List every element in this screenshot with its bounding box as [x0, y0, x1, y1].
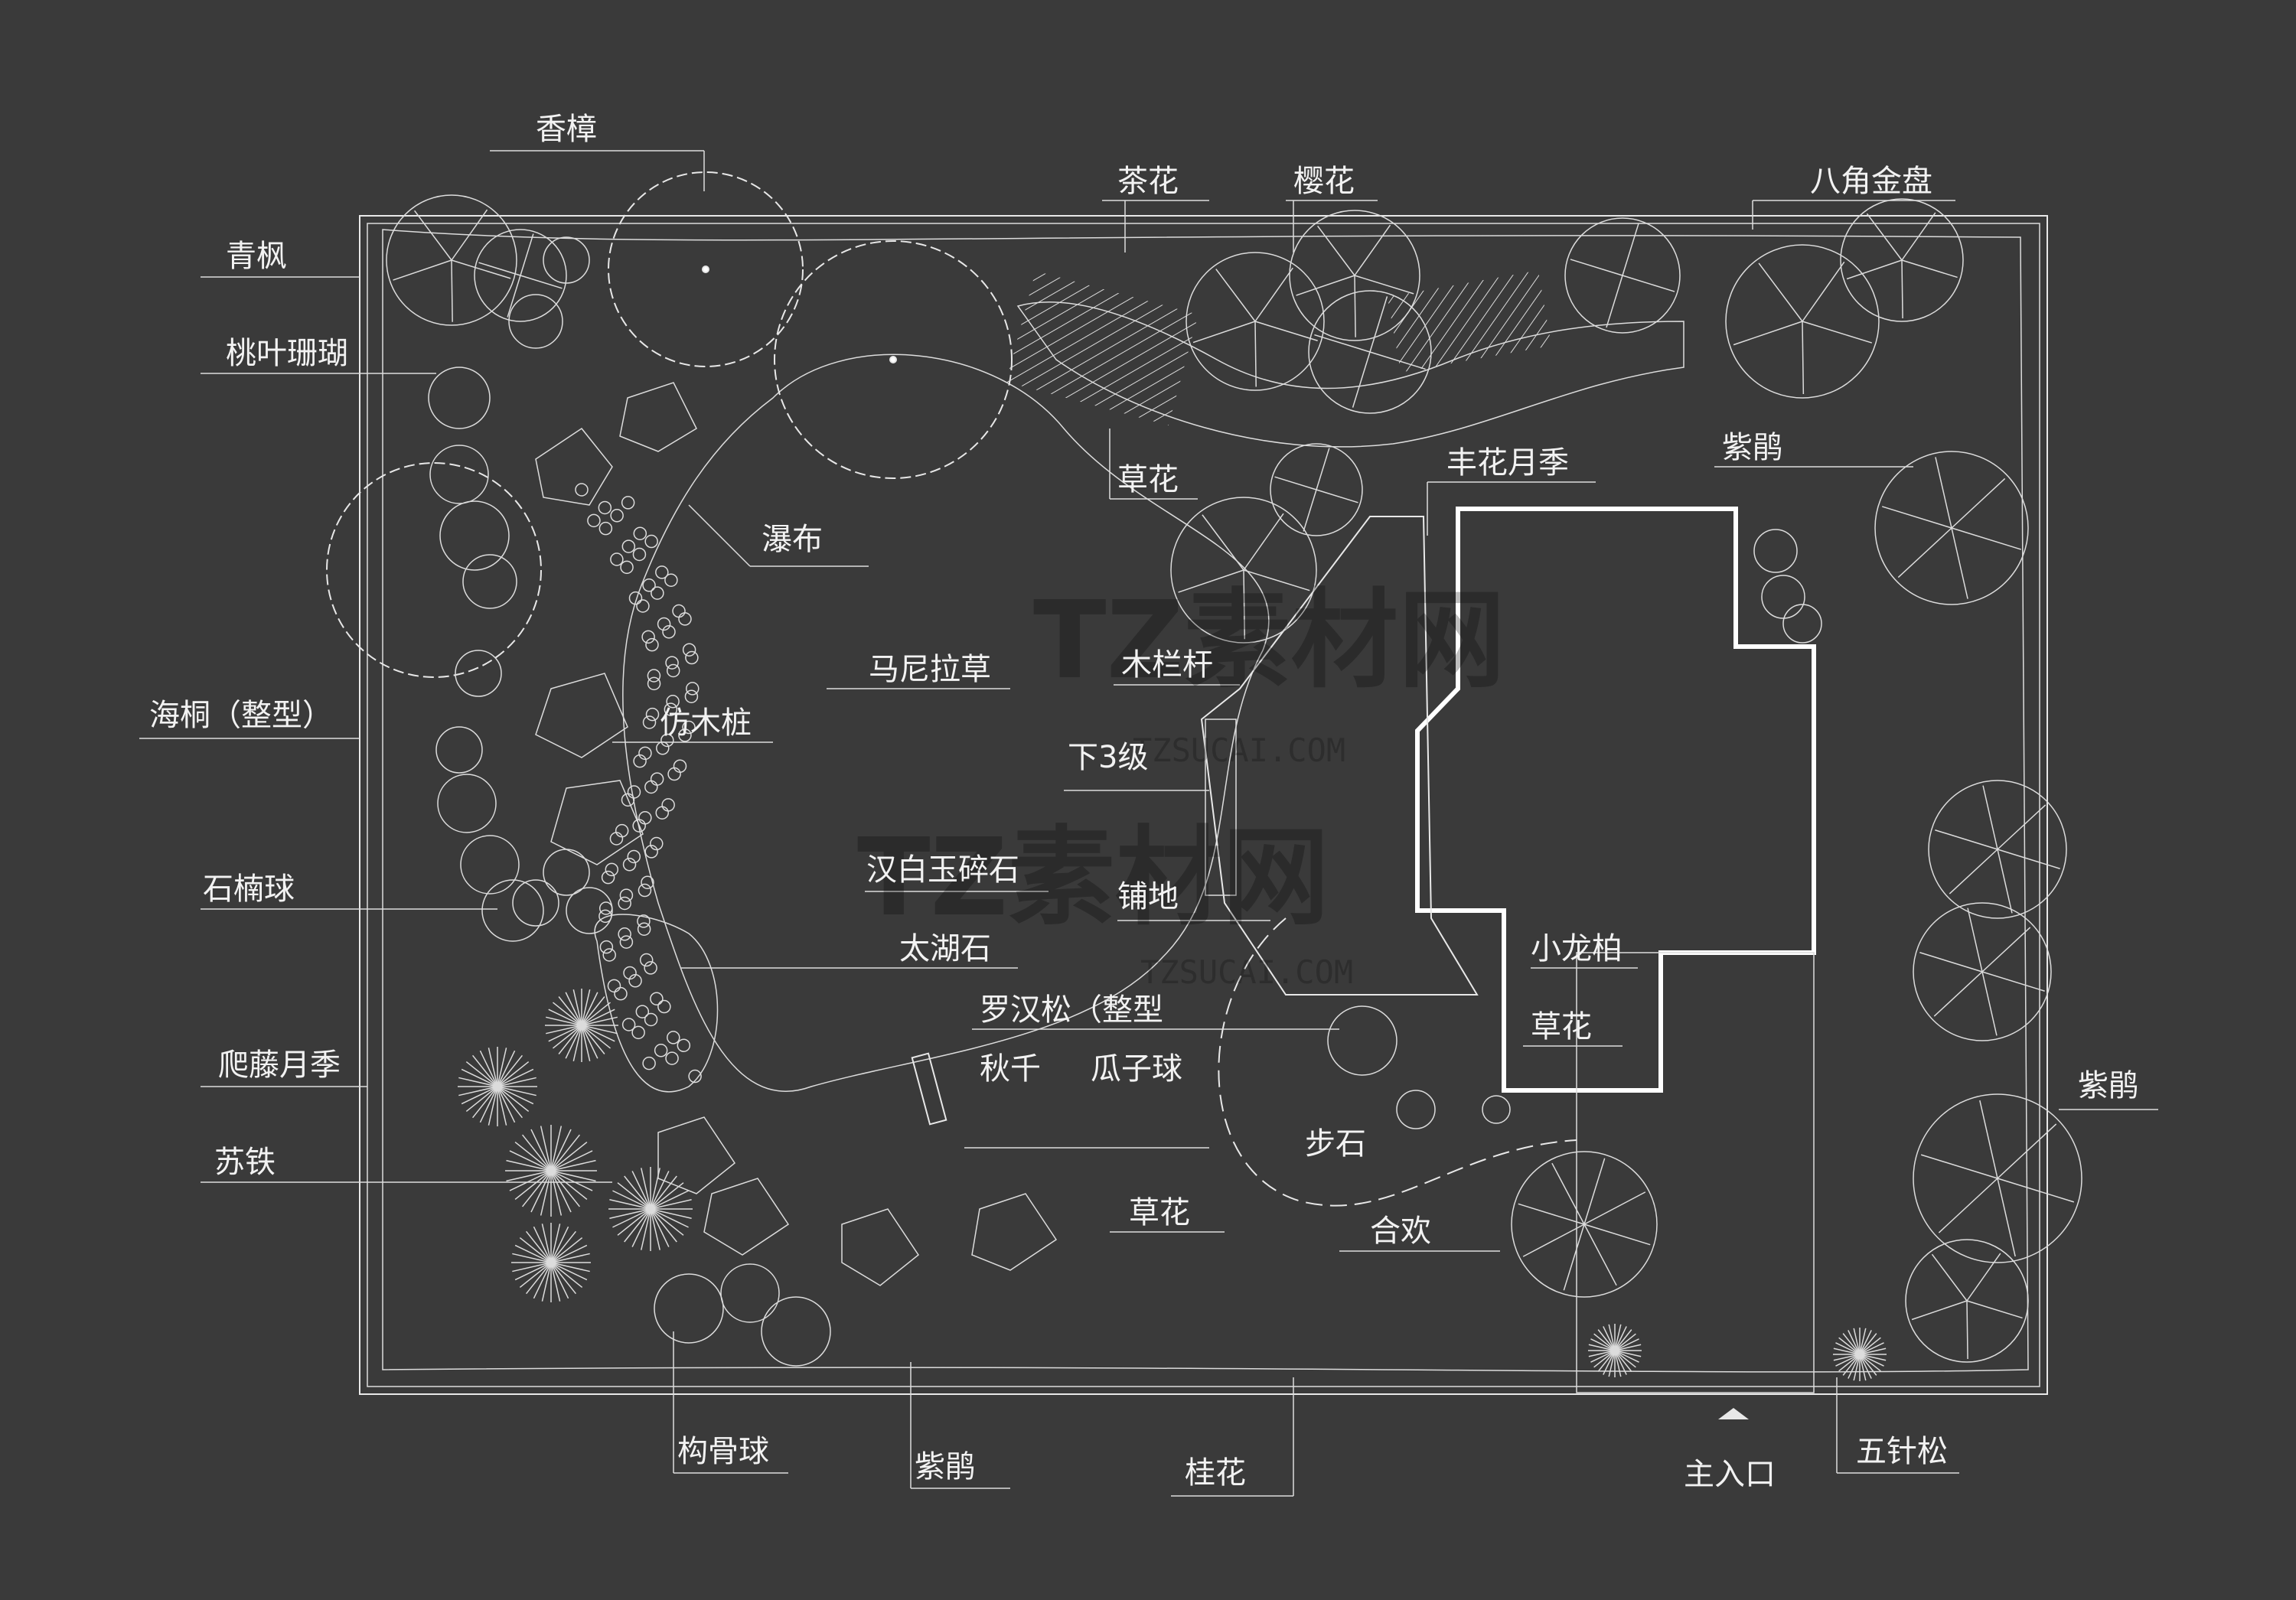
label-xiaolongbai: 小龙柏 [1531, 931, 1623, 966]
label-bushi: 步石 [1305, 1126, 1366, 1162]
label-xia3ji: 下3级 [1068, 740, 1148, 775]
label-caohua-top: 草花 [1117, 462, 1179, 497]
entrance-arrow [1718, 1408, 1749, 1419]
label-zijuan-right: 紫鹃 [2078, 1068, 2139, 1103]
label-panteng-yueji: 爬藤月季 [218, 1048, 341, 1083]
label-taoye-shanhu: 桃叶珊瑚 [226, 336, 348, 371]
label-chahua: 茶花 [1117, 164, 1179, 199]
label-guihua: 桂花 [1185, 1455, 1246, 1491]
label-taihushi: 太湖石 [899, 931, 991, 966]
label-shinanqiu: 石楠球 [203, 872, 295, 907]
label-zhurukou: 主入口 [1684, 1457, 1776, 1492]
shrub-balls [428, 236, 1822, 1367]
label-bajiao-jinpan: 八角金盘 [1810, 164, 1932, 199]
lawn-outline [622, 354, 1270, 1092]
label-hehuan: 合欢 [1370, 1214, 1431, 1249]
hatch-bed-1 [1006, 271, 1199, 425]
watermark-url-2: TZSUCAI.COM [1140, 953, 1353, 991]
stepping-path [1218, 917, 1577, 1207]
rockery [535, 382, 1058, 1286]
watermark-logo-1: TZ素材网 [1033, 578, 1505, 703]
label-caohua-mid: 草花 [1531, 1009, 1592, 1044]
label-fangmuzhuang: 仿木桩 [660, 705, 752, 741]
label-hanbaiyu: 汉白玉碎石 [866, 852, 1019, 888]
label-mulangan: 木栏杆 [1121, 647, 1213, 683]
paving-grid [1576, 952, 1815, 1393]
watermark-logo-2: TZ素材网 [857, 816, 1329, 940]
label-wuzhensong: 五针松 [1856, 1434, 1948, 1469]
label-yinghua: 樱花 [1293, 164, 1355, 199]
wood-deck [1200, 516, 1479, 996]
site-boundary-inner [367, 223, 2040, 1387]
hatch-bed-2 [1387, 270, 1552, 373]
leader-lines [139, 150, 2158, 1497]
label-xiangzhang: 香樟 [536, 112, 597, 147]
label-manila-cao: 马尼拉草 [869, 652, 991, 687]
large-tree-3 [326, 462, 542, 678]
label-pudi: 铺地 [1117, 879, 1179, 914]
label-qiuqian: 秋千 [980, 1051, 1041, 1087]
steps [1205, 719, 1237, 896]
label-guaziqiu: 瓜子球 [1091, 1051, 1182, 1087]
label-luohansong: 罗汉松（整型 [980, 992, 1163, 1028]
label-zijuan-bottom: 紫鹃 [915, 1449, 976, 1484]
label-tiesu: 苏铁 [214, 1145, 276, 1180]
building-footprint [1415, 507, 1816, 1093]
site-boundary-outer [359, 215, 2048, 1395]
large-tree-2 [774, 240, 1013, 479]
swing [911, 1052, 947, 1126]
label-zijuan-top: 紫鹃 [1722, 430, 1783, 465]
watermark-url-1: TZSUCAI.COM [1133, 732, 1345, 769]
label-pubu: 瀑布 [762, 522, 823, 557]
hedge-border [382, 229, 2029, 1373]
label-gouguqiu: 构骨球 [677, 1434, 769, 1469]
label-haitong: 海桐（整型） [149, 698, 333, 733]
label-qingfeng: 青枫 [226, 239, 287, 274]
shrub-bed-top [1016, 301, 1684, 448]
cycad-symbols [458, 989, 1887, 1381]
camphor-tree [608, 171, 804, 367]
label-caohua-bottom: 草花 [1129, 1195, 1190, 1230]
tree-symbols [386, 194, 2082, 1363]
label-fenghua-yueji: 丰花月季 [1446, 445, 1569, 481]
